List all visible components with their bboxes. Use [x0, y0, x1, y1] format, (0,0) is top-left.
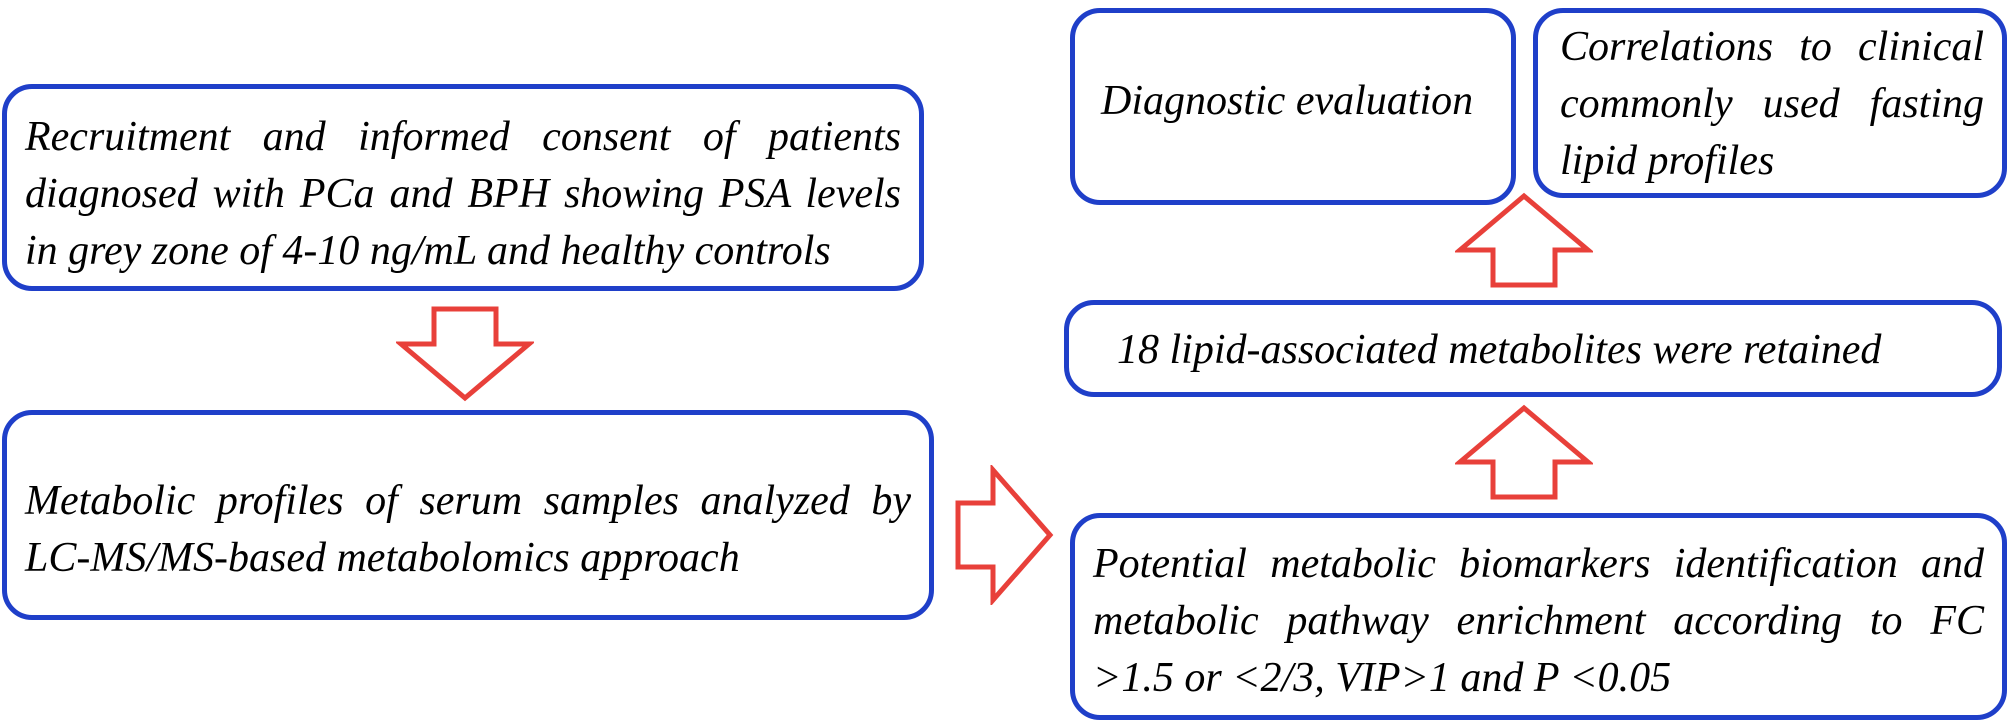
recruitment-box: Recruitment and informed consent of pati…	[2, 84, 924, 291]
lipid-metabolites-box: 18 lipid-associated metabolites were ret…	[1064, 300, 2002, 397]
potential-biomarkers-text: Potential metabolic biomarkers identific…	[1093, 541, 1984, 701]
correlations-box: Correlations to clinical commonly used f…	[1533, 8, 2007, 198]
correlations-text: Correlations to clinical commonly used f…	[1560, 24, 1984, 184]
metabolic-profiles-box: Metabolic profiles of serum samples anal…	[2, 410, 934, 620]
arrow-up-icon	[1455, 404, 1593, 500]
metabolic-profiles-text: Metabolic profiles of serum samples anal…	[25, 478, 911, 581]
recruitment-text: Recruitment and informed consent of pati…	[25, 114, 901, 274]
diagnostic-evaluation-box: Diagnostic evaluation	[1070, 8, 1516, 205]
diagnostic-evaluation-text: Diagnostic evaluation	[1101, 78, 1474, 124]
arrow-up-icon	[1455, 192, 1593, 288]
lipid-metabolites-text: 18 lipid-associated metabolites were ret…	[1117, 327, 1882, 373]
potential-biomarkers-box: Potential metabolic biomarkers identific…	[1070, 513, 2007, 720]
arrow-right-icon	[955, 465, 1054, 605]
arrow-down-icon	[396, 306, 534, 402]
